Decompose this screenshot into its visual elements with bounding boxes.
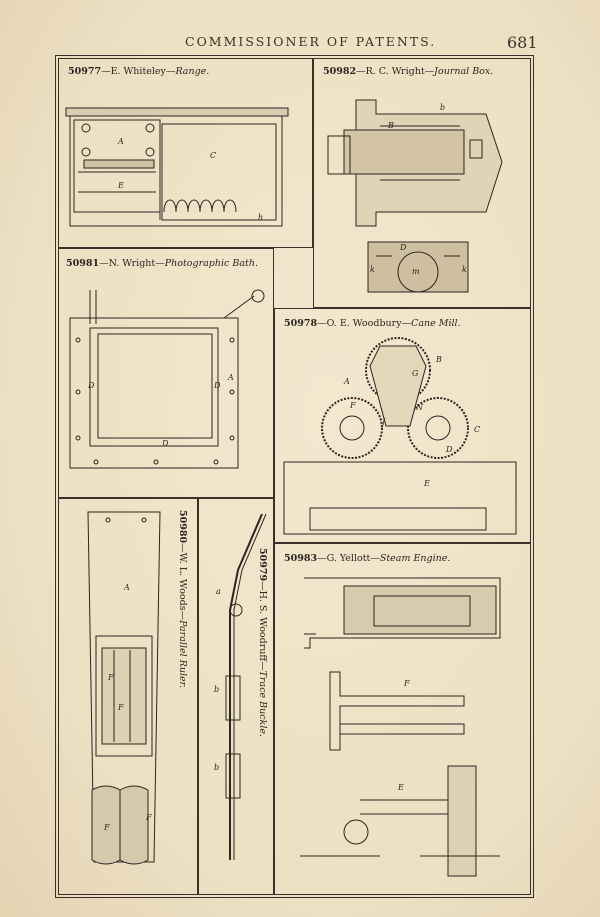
ruler-label-f-3: F — [103, 823, 110, 832]
range-label-e: E — [117, 181, 124, 190]
parallel-ruler-drawing: A F F F F — [87, 511, 161, 865]
bath-label-d-bottom: D — [161, 439, 169, 448]
bath-label-d-left: D — [87, 381, 95, 390]
mill-label-f: F — [349, 401, 356, 410]
panel-trace-buckle — [198, 498, 274, 895]
running-title: COMMISSIONER OF PATENTS. — [185, 34, 437, 49]
caption-range: 50977—E. Whiteley—Range. — [68, 66, 210, 77]
engine-label-f: F — [403, 679, 410, 688]
buckle-label-b-1: b — [214, 685, 219, 694]
panel-cane-mill — [274, 308, 531, 543]
mill-label-c: C — [474, 425, 480, 434]
panel-range — [58, 58, 313, 248]
page-number: 681 — [507, 33, 538, 52]
panel-photographic-bath — [58, 248, 274, 498]
range-drawing: A C E h — [65, 107, 289, 227]
ruler-label-a: A — [123, 583, 130, 592]
mill-label-n: N — [415, 403, 424, 412]
mill-label-d: D — [445, 445, 453, 454]
range-label-h: h — [258, 213, 263, 222]
photographic-bath-drawing: D D A D — [69, 289, 265, 469]
bath-label-a: A — [227, 373, 234, 382]
journal-box-drawing: b B D m k k — [327, 99, 503, 293]
cane-mill-drawing: B A G F N J C D E — [283, 337, 517, 535]
caption-photographic-bath: 50981—N. Wright—Photographic Bath. — [66, 258, 258, 269]
mill-label-e: E — [423, 479, 430, 488]
mill-label-g: G — [412, 369, 419, 378]
panel-steam-engine — [274, 543, 531, 895]
journal-label-k-right: k — [462, 265, 467, 274]
caption-journal-box: 50982—R. C. Wright—Journal Box. — [323, 66, 494, 77]
ruler-label-f-1: F — [107, 673, 114, 682]
panel-parallel-ruler — [58, 498, 198, 895]
journal-label-b: b — [440, 103, 445, 112]
panel-journal-box — [313, 58, 531, 308]
range-label-c: C — [210, 151, 216, 160]
caption-steam-engine: 50983—G. Yellott—Steam Engine. — [284, 553, 451, 564]
caption-cane-mill: 50978—O. E. Woodbury—Cane Mill. — [284, 318, 461, 329]
mill-label-a: A — [343, 377, 350, 386]
bath-label-d-right: D — [213, 381, 221, 390]
ruler-label-f-2: F — [117, 703, 124, 712]
mill-label-b: B — [435, 355, 442, 364]
mill-label-j: J — [380, 417, 386, 426]
journal-label-b-upper: B — [387, 121, 394, 130]
ruler-label-f-4: F — [145, 813, 152, 822]
trace-buckle-drawing: a b b — [214, 513, 267, 860]
buckle-label-b-2: b — [214, 763, 219, 772]
buckle-label-a: a — [216, 587, 221, 596]
journal-label-m: m — [412, 267, 420, 276]
journal-label-k-left: k — [370, 265, 375, 274]
engine-label-e: E — [397, 783, 404, 792]
plate-border — [55, 55, 534, 898]
steam-engine-drawing: F E — [300, 577, 501, 877]
range-label-a: A — [117, 137, 124, 146]
journal-label-d: D — [399, 243, 407, 252]
